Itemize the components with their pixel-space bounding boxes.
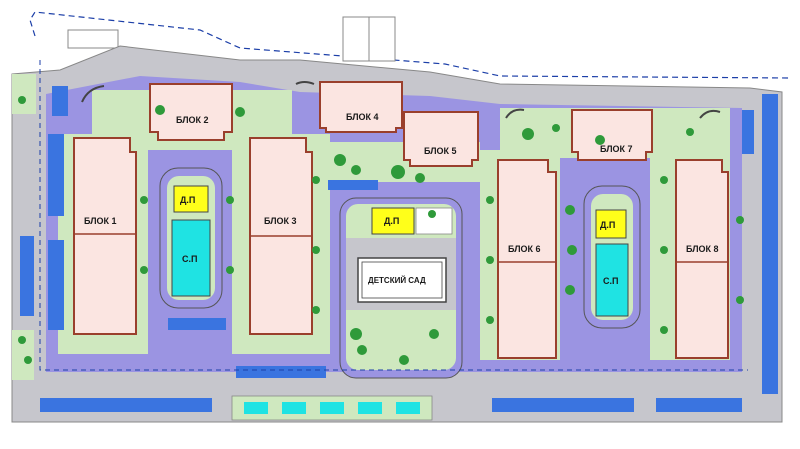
block-3-label: БЛОК 3 — [264, 216, 297, 226]
block-2[interactable]: БЛОК 2 — [149, 83, 233, 141]
playground-right-label: Д.П — [600, 220, 615, 230]
block-2-label: БЛОК 2 — [176, 115, 209, 125]
parking-right — [742, 94, 778, 394]
playground-center-label: Д.П — [384, 216, 399, 226]
block-1-label: БЛОК 1 — [84, 216, 117, 226]
block-4[interactable]: БЛОК 4 — [319, 81, 403, 133]
roundabout — [81, 85, 105, 103]
playground-left-label: Д.П — [180, 195, 195, 205]
block-6[interactable]: БЛОК 6 — [497, 159, 557, 359]
kindergarten-label: ДЕТСКИЙ САД — [368, 276, 426, 285]
roundabout — [699, 109, 721, 119]
playground-left: Д.П — [173, 185, 209, 213]
block-3[interactable]: БЛОК 3 — [249, 137, 313, 335]
block-8[interactable]: БЛОК 8 — [675, 159, 729, 359]
playground-center: Д.П — [371, 207, 415, 235]
block-6-label: БЛОК 6 — [508, 244, 541, 254]
pool-left: С.П — [171, 219, 211, 297]
block-8-label: БЛОК 8 — [686, 244, 719, 254]
pool-left-label: С.П — [182, 254, 197, 264]
block-5-label: БЛОК 5 — [424, 146, 457, 156]
block-7[interactable]: БЛОК 7 — [571, 109, 653, 161]
playground-right: Д.П — [595, 209, 627, 239]
block-5[interactable]: БЛОК 5 — [403, 111, 479, 167]
block-7-label: БЛОК 7 — [600, 144, 633, 154]
parking-left — [20, 86, 68, 330]
trees — [18, 96, 744, 365]
lawn — [12, 74, 36, 114]
lawn — [12, 330, 34, 380]
site-boundary — [39, 60, 748, 371]
entrance-structure — [67, 29, 119, 49]
site-boundary — [29, 11, 791, 79]
pool-right: С.П — [595, 243, 629, 317]
roundabout — [295, 81, 315, 85]
parking-bottom — [40, 180, 742, 412]
block-4-label: БЛОК 4 — [346, 112, 379, 122]
roundabout — [505, 108, 525, 119]
pool-right-label: С.П — [603, 276, 618, 286]
block-1[interactable]: БЛОК 1 — [73, 137, 137, 335]
fountain-row — [244, 402, 420, 414]
kindergarten[interactable]: ДЕТСКИЙ САД — [357, 257, 447, 303]
